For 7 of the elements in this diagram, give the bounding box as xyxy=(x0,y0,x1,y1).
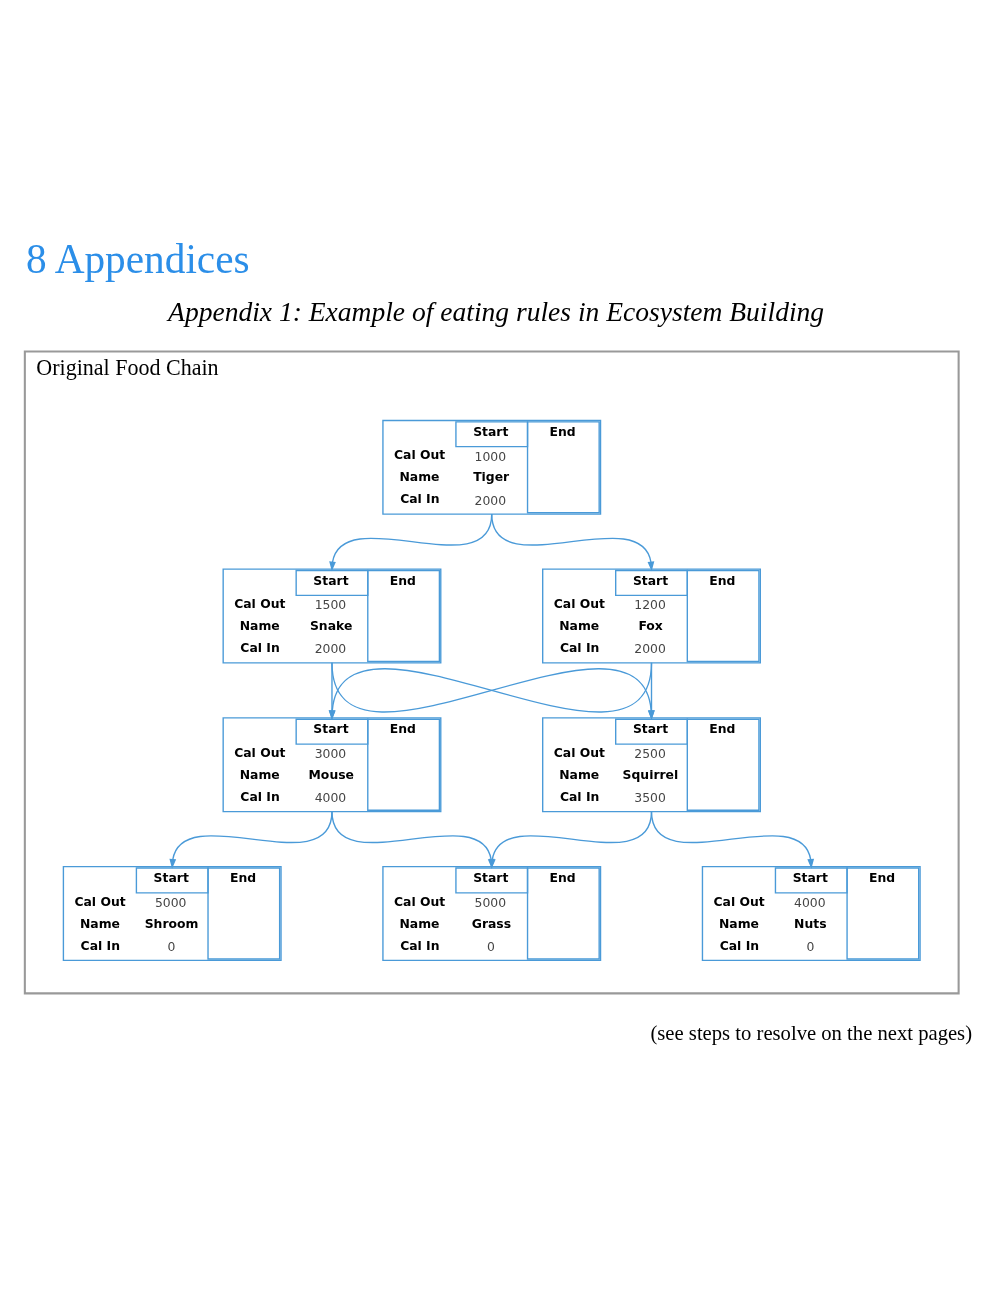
arrow xyxy=(169,810,333,869)
arrow xyxy=(650,810,815,869)
diagram-title: 8 Appendices xyxy=(25,236,250,283)
label: Appendix 1: Example of eating rules in Ecosystem Building xyxy=(168,296,825,328)
arrow xyxy=(491,513,655,572)
arrow xyxy=(648,662,655,720)
caption: (see steps to resolve on the next pages) xyxy=(650,1021,973,1044)
